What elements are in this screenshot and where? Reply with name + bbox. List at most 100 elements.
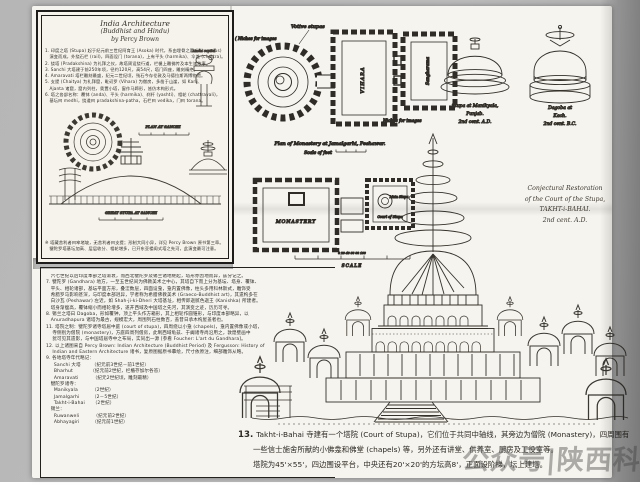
jamalgarhi-scale-label: Scale of feet bbox=[304, 151, 332, 156]
court-of-stupa-label: Court of Stupa bbox=[377, 215, 402, 219]
notes-author: by Percy Brown bbox=[111, 36, 159, 43]
note-line: Bharhut （纪元前2世纪，栏楯存加尔各答） bbox=[46, 369, 164, 375]
caption-13-line-2: 一些信士施舍所献的小佛龛和佛堂 (chapels) 等，另外还有讲堂、供养室、厨… bbox=[253, 444, 558, 454]
sanchi-plan-label: PLAN AT SANCHI bbox=[144, 124, 181, 129]
jamalgarhi-scale-bar bbox=[335, 149, 367, 153]
elev-scale-bar bbox=[98, 217, 164, 221]
sangharama-label: Sangharama bbox=[426, 57, 431, 86]
note-line: 3. Sanchi 大塔建于前250年顷，径约120尺，高54尺，塔门四座，雕刻… bbox=[45, 66, 199, 72]
notes-panel-bottom-left: 六七世纪以后印度本部之塔渐衰，而西北犍陀罗及锡兰诸地继起，塔形亦因地而异，兹分记… bbox=[40, 267, 335, 478]
note-line: 基坛曰 medhi，绕道曰 pradakshina-patha，石栏曰 vedi… bbox=[45, 98, 206, 104]
vihara-label: VIHARA bbox=[360, 67, 366, 94]
note-line: 平头、相轮诸部，基坛平面方形，叠涩数层，四面设龛，龛内置佛像，柱头多用科林斯式，… bbox=[46, 286, 251, 292]
note-line: 塔身渐瘦高，覆钵缩小而相轮增多，遂开西域及中国塔之先河，其演变之迹，历历可寻。 bbox=[46, 305, 233, 311]
capital-label: Asoka capital bbox=[191, 49, 215, 53]
notes-lines-bottom: 六七世纪以后印度本部之塔渐衰，而西北犍陀罗及锡兰诸地继起，塔形亦因地而异，兹分记… bbox=[46, 274, 338, 472]
dagoba-caption-1: Dagoba at bbox=[547, 105, 572, 111]
note-line: 8. 锡兰之塔曰 Dagoba，形如覆钟，顶上平头作方箱形，其上相轮作圆锥形，与… bbox=[46, 312, 249, 318]
restoration-line-2: of the Court of the Stupa, bbox=[524, 195, 606, 203]
main-dome bbox=[389, 250, 477, 296]
sanchi-elev-label: GREAT STUPA AT SANCHI bbox=[105, 210, 158, 215]
note-line: 5. 支提 (Chaitya) 为礼拜窟，毗诃罗 (Vihara) 为僧房，多凿… bbox=[45, 79, 203, 85]
stupa-court bbox=[365, 178, 415, 230]
plan-scale-bar bbox=[138, 132, 190, 136]
takht-restoration-drawing bbox=[239, 132, 629, 425]
torana-gate bbox=[58, 167, 82, 200]
vihara-court bbox=[330, 29, 398, 127]
restoration-note: Conjectural Restoration of the Court of … bbox=[492, 184, 638, 226]
niches-left-label: ( Niches for images bbox=[235, 36, 277, 41]
note-line: Ajanta 诸窟，窟内列柱，奥置小塔，窗作马蹄形，皆仿木构形式。 bbox=[45, 85, 179, 91]
notes-panel-top-left: India Architecture (Buddhist and Hindu) … bbox=[36, 10, 234, 264]
ground-line bbox=[251, 416, 629, 420]
monastery-court bbox=[252, 177, 340, 253]
asoka-capital-sketch: Asoka capital bbox=[191, 49, 216, 107]
note-line: 锡兰： bbox=[46, 407, 65, 413]
base-platforms bbox=[325, 351, 541, 403]
notes-title: India Architecture bbox=[100, 19, 170, 28]
note-line: 6. 塔之各部名称：覆钵 (anda)、平头 (harmika)、刹杆 (yas… bbox=[45, 92, 221, 98]
takht-scale-numbers: 0 20 40 60 80 100 bbox=[338, 251, 366, 255]
caption-13-text-1: Takht-i-Bahai 寺建有一个塔院 (Court of Stupa)，它… bbox=[256, 430, 630, 439]
note-line: Takht-i-Bahai （2世纪） bbox=[46, 400, 115, 406]
note-line: ※ 塔藏舍利者曰窣堵坡，无舍利者曰支提；形制大同小异，详见 Percy Brow… bbox=[45, 240, 224, 245]
manikyala-caption-3: 2nd cent. A.D. bbox=[457, 119, 492, 125]
note-line: 六七世纪以后印度本部之塔渐衰，而西北犍陀罗及锡兰诸地继起，塔形亦因地而异，兹分记… bbox=[46, 274, 247, 279]
caption-13-number: 13. bbox=[238, 430, 254, 440]
caption-13-line-1: 13.Takht-i-Bahai 寺建有一个塔院 (Court of Stupa… bbox=[238, 428, 636, 443]
scan-edge-shadow bbox=[600, 0, 640, 482]
caption-13: 13.Takht-i-Bahai 寺建有一个塔院 (Court of Stupa… bbox=[238, 428, 636, 472]
sanchi-plan-ring bbox=[63, 112, 123, 172]
main-stupa-label: Main Stupa bbox=[389, 195, 409, 199]
note-line: Jamalgarhi （2－5世纪） bbox=[46, 394, 122, 400]
note-line: 寺侧别为僧院 (monastery)，方庭四周列僧房，此制西域龟兹、于阗诸寺尚沿… bbox=[46, 331, 251, 337]
votive-stupas-label: Votive stupas bbox=[291, 24, 325, 30]
capital-animal bbox=[195, 55, 213, 65]
note-line: 犍陀罗塔基坛加高、层层收分、相轮增多，已开东亚楼阁式塔之先河，此演变最可注意。 bbox=[45, 246, 219, 252]
note-line: Indian and Eastern Architecture 诸书，复原图据原… bbox=[46, 350, 247, 356]
note-line: 犹可见其遗影，与中国塔居寺中之布局，实同出一源 [参看 Foucher: L'a… bbox=[46, 337, 246, 343]
notes-lines-top: 1. 印度之塔 (Stupa) 起于纪元前三世纪阿育王 (Asoka) 时代，系… bbox=[45, 48, 227, 108]
fold-shadow bbox=[228, 202, 612, 216]
jamalgarhi-plan-drawing: Votive stupas ( Niches for images VIHARA… bbox=[235, 24, 458, 157]
note-line: Amaravati （纪元2世纪顷，雕刻最精） bbox=[46, 375, 152, 381]
note-line: 2. 绕塔 (Pradakshina) 为礼拜之仪，故塔周设绕行道，栏楯上雕佛传… bbox=[45, 60, 211, 66]
note-line: Anuradhapura 诸塔为最古，规模宏大，周围列石柱数百，盖昔日承木构屋盖… bbox=[46, 318, 226, 324]
note-line: 12. 以上诸图采自 Percy Brown: Indian Architect… bbox=[46, 343, 265, 349]
note-line: 白沙瓦 (Peshawar) 左近，如 Shah-ji-ki-Dheri 大塔基… bbox=[46, 299, 261, 305]
notes-subtitle: (Buddhist and Hindu) bbox=[100, 28, 170, 35]
note-line: 1. 印度之塔 (Stupa) 起于纪元前三世纪阿育王 (Asoka) 时代，系… bbox=[45, 48, 222, 53]
takht-plan-drawing: MONASTERY Main Stupa Court of Stupa 0 20… bbox=[252, 177, 415, 268]
notes-title-block: India Architecture (Buddhist and Hindu) … bbox=[38, 19, 232, 44]
dagoba-caption-3: 2nd cent. B.C. bbox=[543, 121, 577, 127]
note-line: 犍陀罗诸寺： bbox=[46, 381, 79, 387]
dome-sketches: Stupa at Manikyala, Punjab. 2nd cent. A.… bbox=[440, 25, 591, 127]
caption-13-line-3: 塔院为45'×55'，四边围设平台，中央还有20'×20'的方坛高8'，正面设阶… bbox=[253, 459, 547, 469]
manikyala-caption-1: Stupa at Manikyala, bbox=[452, 103, 499, 109]
staircase bbox=[373, 401, 449, 423]
niches-bottom-label: Niches for images bbox=[382, 118, 422, 123]
note-line: 希腊罗马影响甚深，与印度本部迥异，学者称为希腊佛教美术 (Graeco-Budd… bbox=[46, 293, 258, 299]
note-line: 7. 犍陀罗 (Gandhara) 地方，一至五世纪间为佛教美术之中心，其塔自下… bbox=[46, 280, 260, 286]
drum-tiers bbox=[371, 294, 495, 353]
restoration-line-3: TAKHT-i-BAHAI. bbox=[539, 206, 591, 213]
sanchi-elevation bbox=[49, 138, 221, 205]
takht-scale-bar bbox=[294, 255, 411, 260]
sanchi-inset-drawings: PLAN AT SANCHI bbox=[49, 112, 227, 221]
restoration-line-4: 2nd cent. A.D. bbox=[542, 216, 588, 224]
note-line: 4. Amaravati 塔栏雕刻最盛，纪元二世纪顷，残石今存伦敦及马德拉斯两博… bbox=[45, 73, 206, 79]
dagoba-caption-2: Kach. bbox=[552, 113, 567, 119]
jamalgarhi-caption: Plan of Monastery at Jamalgarhi, Peshawa… bbox=[274, 141, 386, 147]
note-line: 9. 各地塔寺年代略记： bbox=[46, 356, 95, 362]
monastery-label: MONASTERY bbox=[275, 219, 316, 225]
note-line: Ruwanweli （纪元前2世纪） bbox=[46, 413, 130, 419]
note-line: Abhayagiri （纪元前1世纪） bbox=[46, 419, 128, 425]
manikyala-stupa-sketch bbox=[440, 37, 510, 95]
mini-stupa-elevation bbox=[189, 140, 227, 175]
manikyala-caption-2: Punjab. bbox=[465, 111, 484, 117]
restoration-line-1: Conjectural Restoration bbox=[527, 185, 603, 192]
note-line: 11. 塔院之制：犍陀罗诸寺塔居中庭 (court of stupa)，四周绕以… bbox=[46, 324, 263, 330]
dagoba-sketch bbox=[529, 25, 591, 104]
chattra-spire bbox=[394, 132, 472, 252]
